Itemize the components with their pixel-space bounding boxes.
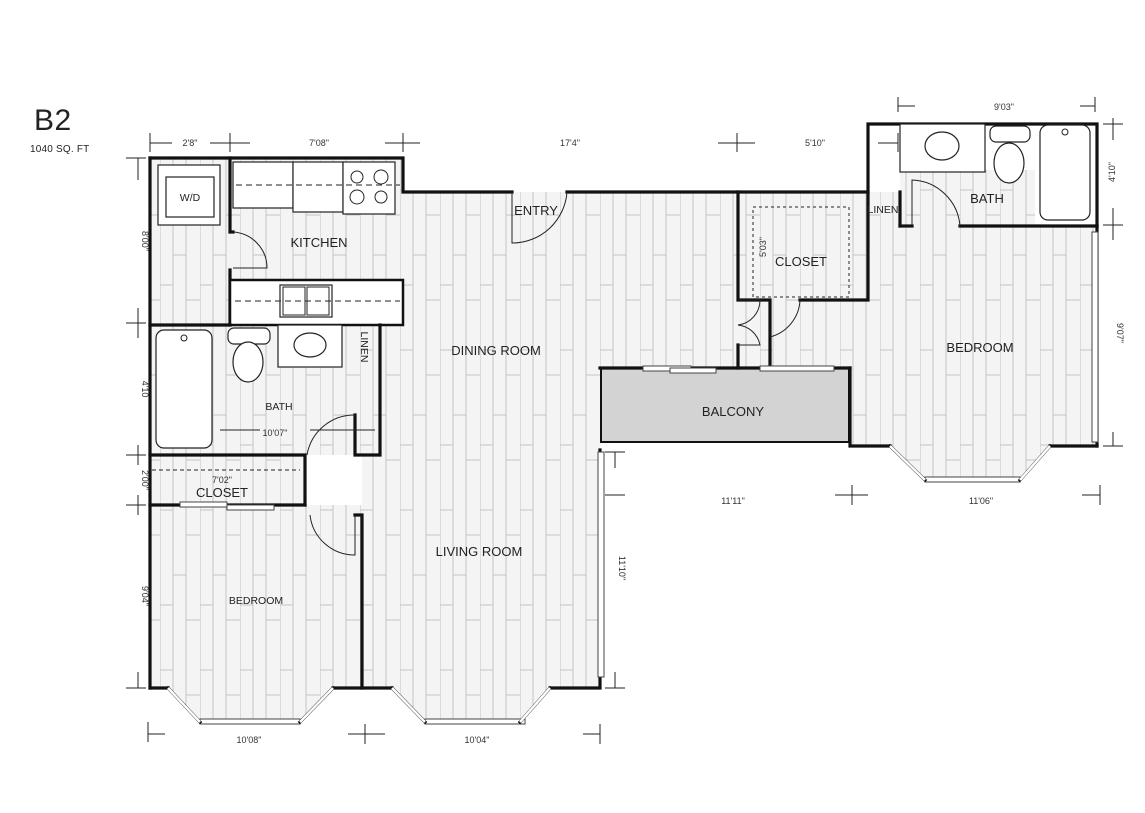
bedroom-left-label: BEDROOM — [229, 595, 283, 607]
dim-closet-left-height: 2'00" — [140, 470, 150, 490]
bath-sink-icon-right — [924, 131, 960, 161]
dim-bedroom-right-width: 11'06" — [969, 496, 993, 506]
kitchen-label: KITCHEN — [290, 235, 347, 250]
dining-room-label: DINING ROOM — [451, 343, 541, 358]
dim-bedroom-left-width: 10'08" — [237, 735, 262, 745]
fixtures — [152, 123, 1091, 471]
dim-bath-left-width: 10'07" — [263, 428, 288, 438]
entry-label: ENTRY — [514, 203, 558, 218]
bath-left-label: BATH — [265, 401, 292, 413]
doors — [232, 179, 961, 556]
dim-dining-width: 17'4" — [560, 138, 580, 148]
unit-area: 1040 SQ. FT — [30, 144, 90, 155]
dim-kitchen-height: 8'00" — [140, 231, 150, 251]
windows — [165, 231, 1099, 725]
balcony-area — [600, 367, 850, 443]
closet-left-label: CLOSET — [196, 485, 248, 500]
dim-bedroom-left-height: 9'04" — [140, 586, 150, 606]
dim-kitchen-width: 7'08" — [309, 138, 329, 148]
dim-bath-left-height: 4'10 — [140, 381, 150, 398]
wd-label: W/D — [180, 192, 201, 204]
bath-right-label: BATH — [970, 191, 1004, 206]
dim-bath-right-width: 9'03" — [994, 102, 1014, 112]
bedroom-right-label: BEDROOM — [946, 340, 1013, 355]
closet-right-label: CLOSET — [775, 254, 827, 269]
dim-wd-width: 2'8" — [183, 138, 198, 148]
toilet-icon-right — [989, 125, 1031, 143]
dim-closet-width: 5'10" — [805, 138, 825, 148]
bathtub-icon-right — [1039, 124, 1091, 221]
dim-closet-left-width: 7'02" — [212, 475, 232, 485]
dim-living-width: 10'04" — [465, 735, 490, 745]
linen-right-label: LINEN — [868, 204, 899, 216]
dim-closet-right-depth: 5'03" — [758, 237, 768, 257]
stove-icon — [342, 161, 396, 215]
unit-title: B2 — [34, 104, 72, 137]
dim-bedroom-right-height: 9'07" — [1115, 323, 1125, 343]
bathtub-icon — [155, 329, 213, 449]
balcony-label: BALCONY — [702, 404, 764, 419]
living-room-label: LIVING ROOM — [436, 544, 523, 559]
dim-living-height: 11'10" — [617, 556, 627, 580]
linen-left-label: LINEN — [358, 332, 370, 363]
dim-balcony-width: 11'11" — [721, 496, 745, 506]
dim-bath-right-height: 4'10" — [1107, 162, 1117, 182]
dimension-lines — [126, 97, 1123, 744]
bath-sink-icon — [293, 332, 327, 358]
